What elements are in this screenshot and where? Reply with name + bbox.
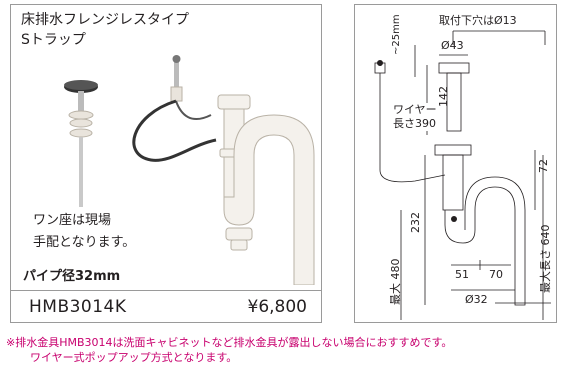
installation-note: ワン座は現場 手配となります。 [33, 210, 135, 254]
dim-wire-line-2: 長さ390 [393, 117, 436, 130]
footnote-line-1: ※排水金具HMB3014は洗面キャビネットなど排水金具が露出しない場合におすすめ… [6, 336, 453, 349]
dim-wire-line-1: ワイヤー [393, 103, 437, 116]
dim-51: 51 [455, 268, 469, 281]
product-card: 床排水フレンジレスタイプ Sトラップ [10, 4, 322, 323]
product-subtitle: Sトラップ [21, 32, 86, 48]
product-title: 床排水フレンジレスタイプ [21, 12, 189, 28]
dim-70: 70 [489, 268, 503, 281]
dim-max-640: 最大長さ 640 [539, 224, 552, 294]
s-trap-illustration [217, 94, 315, 285]
product-price: ¥6,800 [247, 297, 307, 317]
dim-max-480: 最大 480 [389, 258, 402, 306]
dim-142: 142 [437, 86, 450, 107]
pipe-diameter: パイプ径32mm [23, 269, 121, 284]
dim-232: 232 [409, 212, 422, 233]
dim-diameter-43: Ø43 [441, 39, 464, 52]
footnote: ※排水金具HMB3014は洗面キャビネットなど排水金具が露出しない場合におすすめ… [6, 335, 562, 365]
dimension-diagram-card: 取付下穴はØ13 Ø43 ~25mm 142 ワイヤー 長さ390 72 232… [354, 4, 557, 323]
dimension-drawing [374, 30, 551, 320]
note-line-1: ワン座は現場 [33, 213, 112, 228]
dim-wire-length: ワイヤー 長さ390 [393, 103, 437, 131]
popup-stopper-illustration [64, 80, 98, 207]
product-photo [64, 55, 315, 285]
dim-about-25: ~25mm [391, 14, 402, 55]
dim-72: 72 [537, 159, 550, 173]
dim-hole-label: 取付下穴はØ13 [439, 14, 517, 27]
footnote-line-2: ワイヤー式ポップアップ方式となります。 [30, 351, 238, 364]
dim-diameter-32: Ø32 [465, 293, 488, 306]
price-divider [11, 290, 321, 291]
note-line-2: 手配となります。 [33, 235, 136, 250]
wire-control-illustration [132, 55, 217, 162]
product-code: HMB3014K [29, 297, 127, 317]
